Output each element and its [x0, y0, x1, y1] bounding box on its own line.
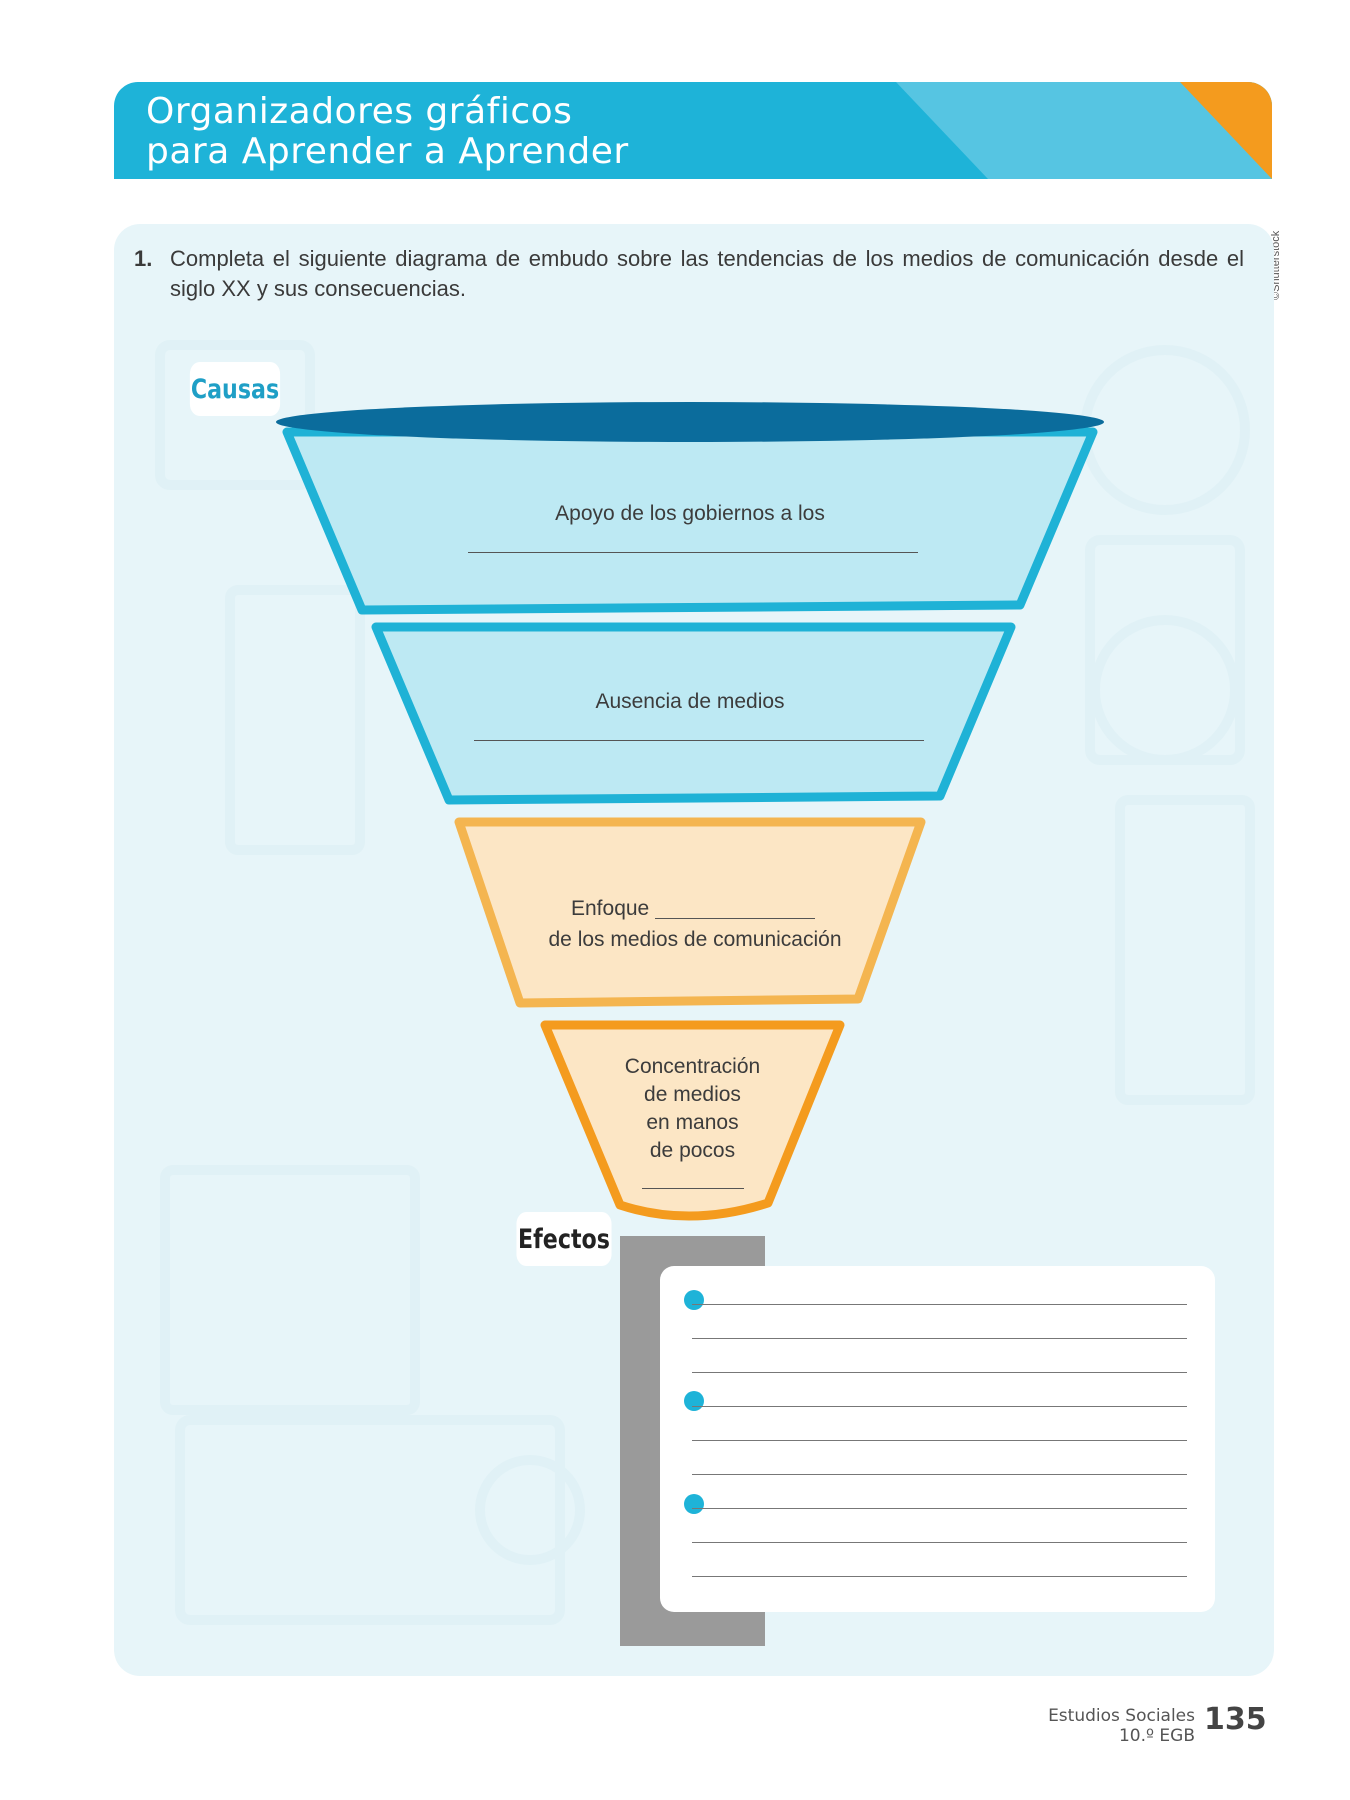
- activity-instruction: 1. Completa el siguiente diagrama de emb…: [134, 244, 1244, 304]
- page-title: Organizadores gráficos para Aprender a A…: [146, 92, 629, 172]
- footer-grade: 10.º EGB: [1118, 1726, 1195, 1746]
- page-number: 135: [1204, 1702, 1267, 1737]
- dua-badge-title: DUA: [991, 20, 1049, 50]
- funnel-level-2-text: Ausencia de medios: [595, 690, 785, 713]
- dua-badge-subtitle: Acción y expresión: [970, 52, 1163, 75]
- causes-label: Causas: [189, 362, 281, 416]
- activity-instruction-text: Completa el siguiente diagrama de embudo…: [170, 246, 1244, 301]
- funnel-level-4: [540, 1020, 845, 1221]
- effects-answer-line[interactable]: [692, 1508, 1187, 1509]
- funnel-level-3-text-before: Enfoque: [571, 897, 650, 920]
- funnel-level-4-line2: de medios: [644, 1083, 741, 1106]
- funnel-level-4-line3: en manos: [646, 1111, 739, 1134]
- effects-answer-line[interactable]: [692, 1474, 1187, 1475]
- page-title-line1: Organizadores gráficos: [146, 91, 573, 132]
- page-title-line2: para Aprender a Aprender: [146, 131, 629, 172]
- funnel-top-rim: [276, 402, 1104, 442]
- footer-subject-name: Estudios Sociales: [1048, 1706, 1195, 1726]
- funnel-level-2-answer-line[interactable]: [474, 740, 924, 741]
- section-header: Organizadores gráficos para Aprender a A…: [114, 82, 1272, 179]
- footer-subject: Estudios Sociales 10.º EGB: [1000, 1706, 1195, 1746]
- funnel-level-3-text-after: de los medios de comunicación: [548, 928, 842, 951]
- funnel-level-2: [371, 622, 1016, 805]
- effects-answer-line[interactable]: [692, 1440, 1187, 1441]
- funnel-level-3: [454, 817, 926, 1008]
- funnel-level-1-text: Apoyo de los gobiernos a los: [555, 502, 825, 525]
- effects-bullet-3: [684, 1494, 704, 1514]
- effects-label: Efectos: [516, 1212, 612, 1266]
- activity-number: 1.: [134, 246, 153, 271]
- background-illustration: [155, 340, 1255, 1625]
- effects-answer-line[interactable]: [692, 1542, 1187, 1543]
- effects-answer-line[interactable]: [692, 1372, 1187, 1373]
- effects-answer-line[interactable]: [692, 1576, 1187, 1577]
- effects-bullet-1: [684, 1290, 704, 1310]
- funnel-level-4-line4: de pocos: [649, 1139, 736, 1162]
- funnel-level-4-text: Concentración de medios en manos de poco…: [590, 1053, 795, 1165]
- funnel-level-3-answer-line[interactable]: [655, 918, 815, 919]
- effects-answer-line[interactable]: [692, 1406, 1187, 1407]
- effects-answer-box: [660, 1266, 1215, 1612]
- funnel-level-1-answer-line[interactable]: [468, 552, 918, 553]
- funnel-level-4-answer-line[interactable]: [642, 1188, 744, 1189]
- effects-bullet-2: [684, 1391, 704, 1411]
- effects-answer-line[interactable]: [692, 1338, 1187, 1339]
- funnel-level-4-line1: Concentración: [624, 1055, 761, 1078]
- effects-answer-line[interactable]: [692, 1304, 1187, 1305]
